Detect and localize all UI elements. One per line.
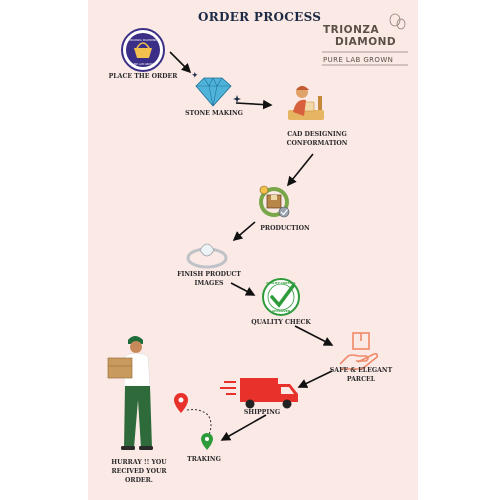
step-label-shipping: SHIPPING <box>243 409 281 416</box>
diamond-icon <box>192 72 241 107</box>
delivery-truck-icon <box>220 378 298 409</box>
stamp-text-top: QUALITY CONTROL <box>266 281 296 285</box>
arrow-2 <box>235 99 273 110</box>
brand-name-line1: TRIONZA <box>323 24 380 36</box>
badge-text-top: TRIONZA DIAMOND <box>127 38 158 42</box>
step-label-quality-check: QUALITY CHECK <box>251 319 311 326</box>
brand-tagline: PURE LAB GROWN <box>323 56 394 64</box>
stamp-text-bottom: APPROVED <box>272 309 291 313</box>
delivery-man-icon <box>107 336 153 450</box>
parcel-hand-icon <box>339 332 378 370</box>
order-badge-icon <box>121 28 165 72</box>
arrow-6 <box>294 325 334 346</box>
arrow-1 <box>169 51 192 74</box>
step-label-place-order: PLACE THE ORDER <box>108 73 178 80</box>
step-label-production: PRODUCTION <box>260 225 310 232</box>
approved-stamp-icon <box>262 278 300 316</box>
arrow-4 <box>232 221 256 242</box>
arrow-8 <box>220 414 267 441</box>
page-title: ORDER PROCESS <box>198 10 322 24</box>
brand-name: TRIONZA DIAMOND <box>323 24 413 48</box>
step-label-order-received: HURRAY !! YOU RECIVED YOUR ORDER. <box>111 459 167 484</box>
step-label-parcel: SAFE & ELEGANT PARCEL <box>329 367 393 383</box>
step-label-cad-designing: CAD DESIGNING CONFORMATION <box>286 131 348 147</box>
ring-icon <box>186 243 228 269</box>
production-box-icon <box>259 185 290 218</box>
step-label-finish-images: FINISH PRODUCT IMAGES <box>177 271 241 287</box>
brand-gem-icon <box>389 13 406 30</box>
designer-icon <box>288 86 324 120</box>
step-label-tracking: TRAKING <box>187 456 221 463</box>
step-label-stone-making: STONE MAKING <box>185 110 243 117</box>
location-pin-icon <box>174 393 213 450</box>
brand-name-line2: DIAMOND <box>335 36 397 48</box>
arrow-7 <box>297 370 333 388</box>
flow-arrows <box>169 51 334 441</box>
badge-text-bottom: PURE LAB GROWN <box>131 62 155 66</box>
arrow-3 <box>286 153 314 187</box>
arrow-5 <box>230 282 256 296</box>
